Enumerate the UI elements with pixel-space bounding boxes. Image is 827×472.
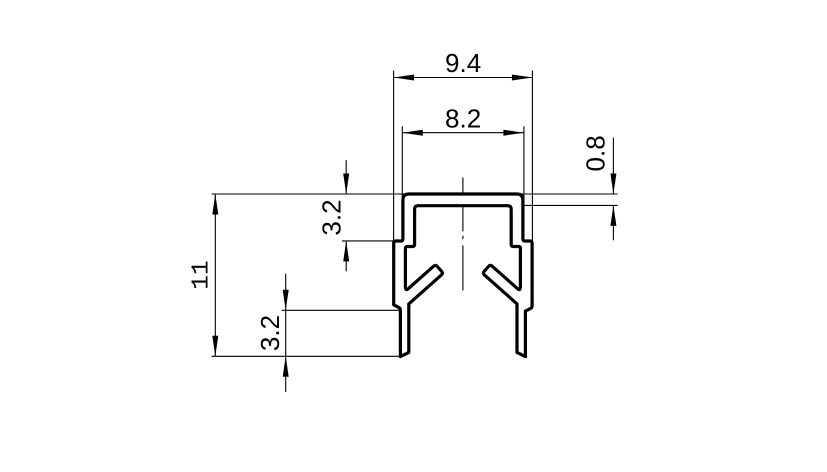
svg-text:3.2: 3.2	[255, 315, 285, 351]
svg-text:0.8: 0.8	[581, 135, 611, 171]
svg-text:11: 11	[189, 260, 216, 289]
svg-text:3.2: 3.2	[317, 199, 347, 235]
svg-text:9.4: 9.4	[445, 48, 481, 78]
svg-text:8.2: 8.2	[445, 103, 481, 133]
